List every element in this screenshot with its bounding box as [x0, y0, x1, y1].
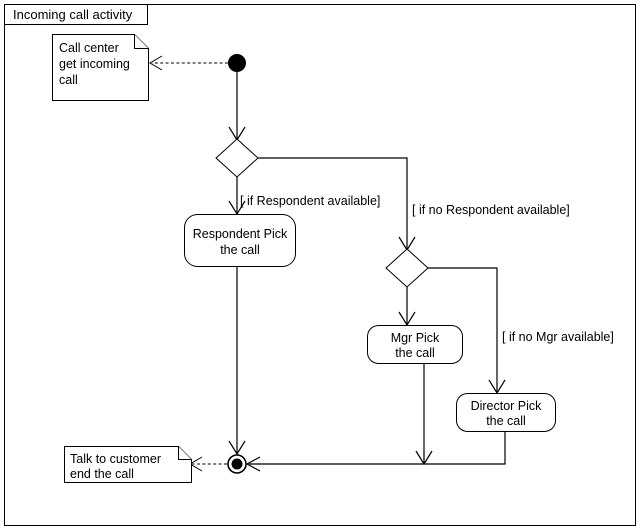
note-call-center-line-1: Call center — [59, 41, 119, 55]
decision-respondent — [215, 138, 259, 178]
flow-arrowhead-icon — [245, 456, 261, 472]
activity-respondent-box — [184, 214, 296, 267]
flow-initial-to-decision-1 — [228, 72, 246, 142]
activity-mgr-line-1: Mgr Pick — [391, 331, 440, 345]
note-talk-customer-body — [64, 446, 192, 483]
initial-node — [228, 54, 246, 72]
note-link-arrowhead-icon — [149, 55, 163, 71]
note-call-center-anchor-link — [149, 55, 228, 71]
flow-decision-2-to-mgr — [398, 287, 416, 327]
activity-director-box — [456, 393, 556, 432]
guard-no-mgr-available: [ if no Mgr available] — [502, 330, 614, 344]
note-call-center-fold-icon — [134, 34, 149, 49]
final-node — [227, 454, 247, 474]
note-talk-customer-line-1: Talk to customer — [70, 452, 161, 466]
note-call-center: Call center get incoming call — [52, 34, 149, 101]
guard-respondent-available: [ if Respondent available] — [240, 194, 380, 208]
flow-respondent-to-final — [228, 266, 246, 456]
flow-director-to-final — [245, 431, 506, 472]
activity-director-line-2: the call — [486, 414, 526, 428]
activity-mgr: Mgr Pick the call — [367, 325, 463, 364]
activity-respondent-line-2: the call — [220, 243, 260, 257]
flow-line — [249, 431, 506, 465]
final-node-core — [231, 458, 243, 470]
frame-title-tab — [4, 4, 148, 25]
flow-line — [428, 267, 498, 392]
activity-respondent: Respondent Pick the call — [184, 214, 296, 267]
note-talk-customer-line-2: end the call — [70, 467, 134, 481]
note-call-center-body — [52, 34, 149, 101]
note-call-center-line-2: get incoming — [59, 57, 130, 71]
note-talk-customer-anchor-link — [189, 456, 227, 472]
diagram-frame — [4, 4, 636, 526]
activity-mgr-line-2: the call — [395, 346, 435, 360]
guard-no-respondent-available: [ if no Respondent available] — [412, 203, 570, 217]
activity-respondent-line-1: Respondent Pick — [193, 227, 288, 241]
activity-mgr-box — [367, 325, 463, 364]
flow-arrowhead-icon — [228, 440, 246, 456]
flow-line — [258, 157, 408, 249]
note-call-center-line-3: call — [59, 73, 78, 87]
note-talk-customer-fold-icon — [178, 446, 192, 460]
activity-director: Director Pick the call — [456, 393, 556, 432]
frame-title: Incoming call activity — [13, 7, 133, 22]
note-talk-customer: Talk to customer end the call — [64, 446, 192, 483]
decision-mgr — [385, 248, 429, 288]
activity-director-line-1: Director Pick — [471, 399, 543, 413]
flow-mgr-to-final — [415, 363, 433, 466]
